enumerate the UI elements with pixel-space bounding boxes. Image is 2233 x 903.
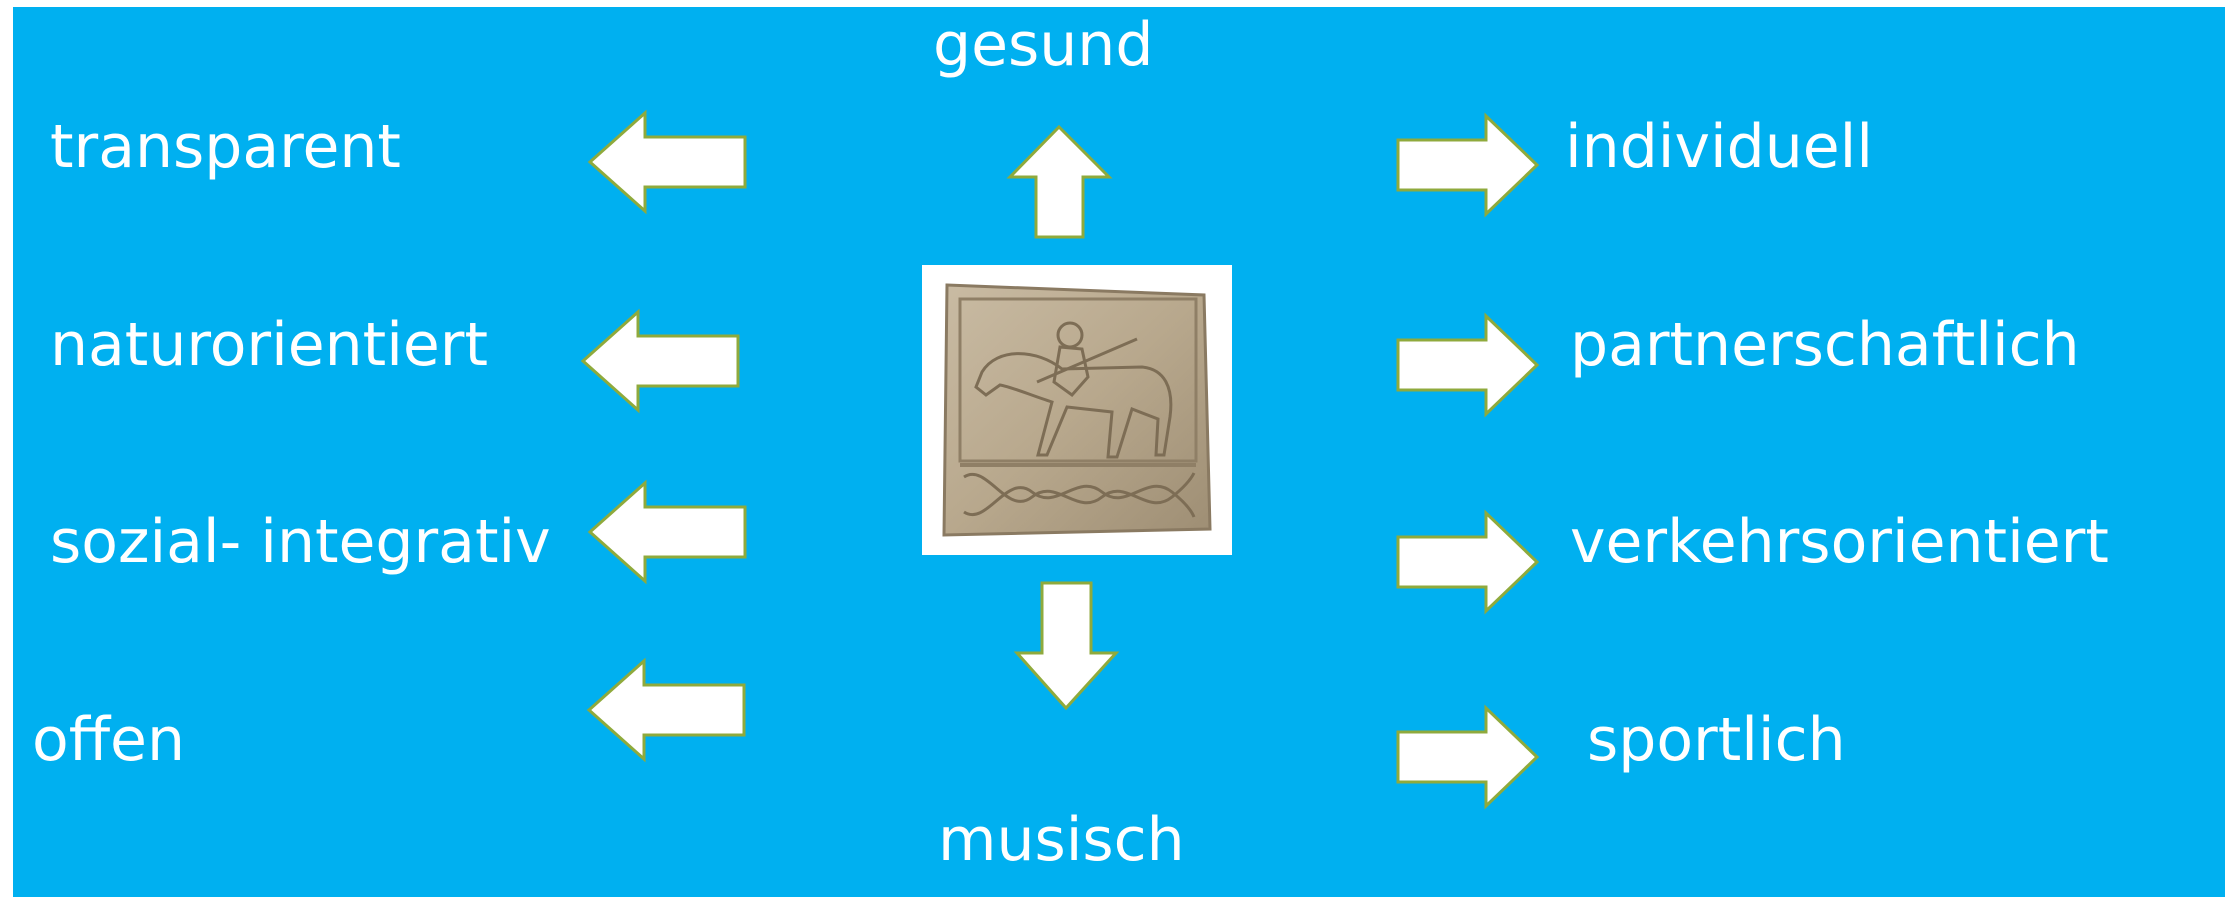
label-right-3: verkehrsorientiert [1570,507,2109,577]
label-right-2: partnerschaftlich [1570,310,2080,380]
label-left-2: naturorientiert [50,310,488,380]
arrow-up-icon [1006,124,1113,239]
arrow-left-icon [580,308,740,414]
arrow-left-icon [587,109,747,215]
arrow-right-icon [1396,509,1540,615]
arrow-right-icon [1396,112,1540,218]
label-left-4: offen [32,705,185,775]
label-right-4: sportlich [1587,705,1846,775]
label-top: gesund [933,10,1154,80]
label-left-1: transparent [50,112,401,182]
label-bottom: musisch [938,805,1185,875]
arrow-left-icon [587,479,747,585]
arrow-left-icon [586,657,746,763]
label-left-3: sozial- integrativ [50,507,551,577]
arrow-right-icon [1396,312,1540,418]
arrow-down-icon [1013,581,1120,711]
center-image-frame [922,265,1232,555]
carved-stone-relief-rider-icon [942,283,1212,537]
label-right-1: individuell [1565,112,1873,182]
arrow-right-icon [1396,704,1540,810]
